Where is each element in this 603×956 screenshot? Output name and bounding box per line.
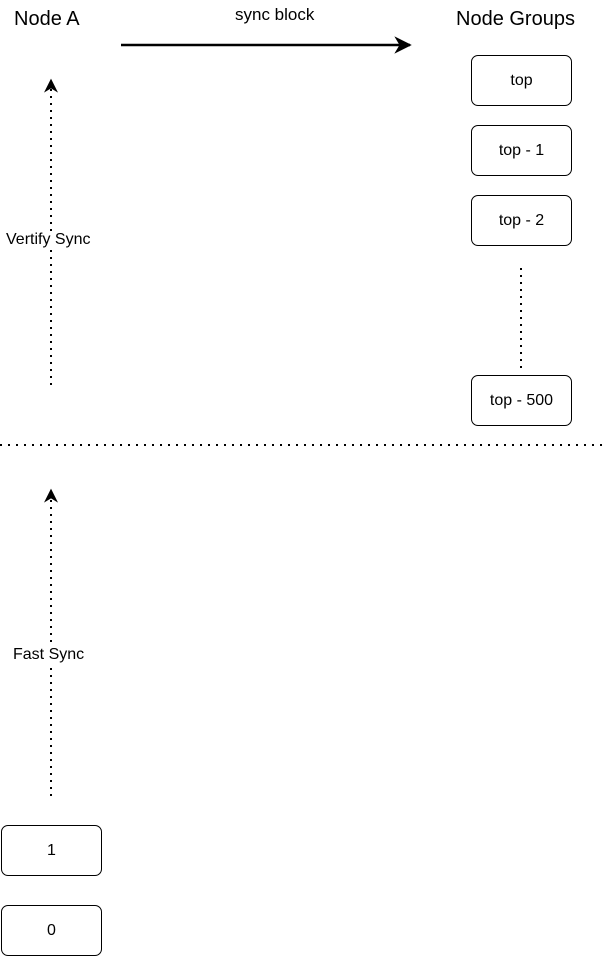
sync-block-label: sync block [235,5,315,24]
local-block-0: 0 [1,905,102,956]
fast-sync-label: Fast Sync [11,646,87,664]
group-block-top-2: top - 2 [471,195,572,246]
local-block-1: 1 [1,825,102,876]
node-groups-title: Node Groups [456,8,575,30]
group-block-top-1: top - 1 [471,125,572,176]
group-block-top-500: top - 500 [471,375,572,426]
vertify-sync-label: Vertify Sync [4,231,93,249]
node-a-title: Node A [14,8,80,30]
group-block-top: top [471,55,572,106]
